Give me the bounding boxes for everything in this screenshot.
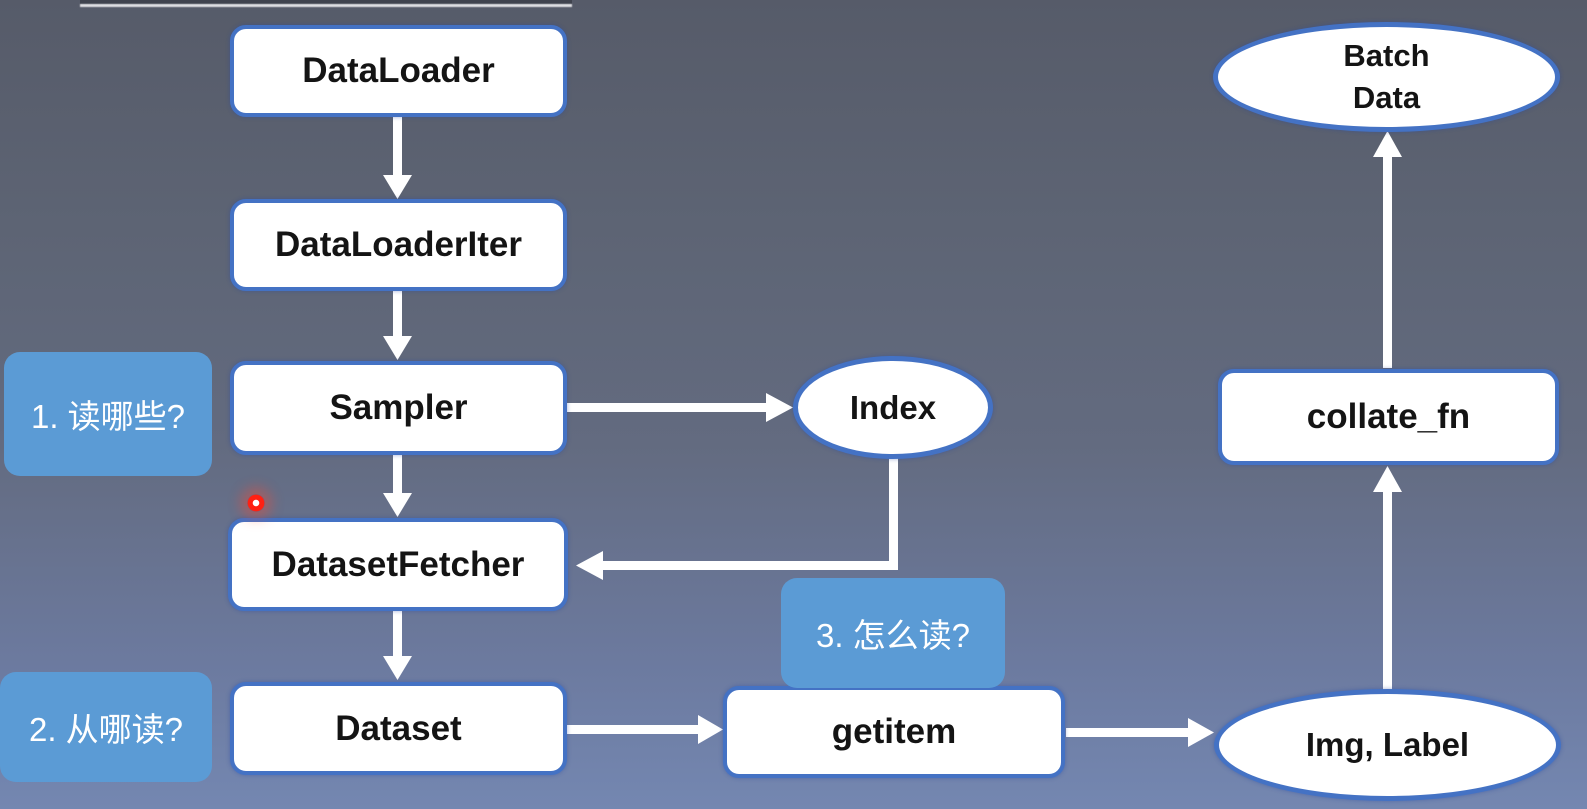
node-sampler-label: Sampler <box>329 388 468 427</box>
node-index: Index <box>793 356 993 459</box>
callout-question-1: 1. 读哪些? <box>4 352 212 476</box>
arrow-dataloader-to-dataloaderiter <box>383 117 412 199</box>
node-datasetfetcher: DatasetFetcher <box>228 518 568 611</box>
arrow-index-to-datasetfetcher <box>576 456 898 580</box>
laser-pointer-dot <box>247 494 265 512</box>
node-collate-fn: collate_fn <box>1218 369 1559 465</box>
node-batch-data-line1: Batch <box>1343 38 1430 74</box>
arrow-collatefn-to-batchdata <box>1373 131 1402 368</box>
node-dataloader: DataLoader <box>230 25 567 117</box>
callout-question-2: 2. 从哪读? <box>0 672 212 782</box>
arrow-sampler-to-index <box>566 393 793 422</box>
node-sampler: Sampler <box>230 361 567 455</box>
arrow-sampler-to-datasetfetcher <box>383 455 412 517</box>
node-getitem-label: getitem <box>831 712 957 751</box>
arrow-dataset-to-getitem <box>566 715 723 744</box>
callout-question-3-label: 3. 怎么读? <box>815 617 971 654</box>
node-img-label: Img, Label <box>1214 689 1561 801</box>
node-collate-fn-label: collate_fn <box>1306 397 1471 436</box>
node-datasetfetcher-label: DatasetFetcher <box>271 544 525 584</box>
arrow-datasetfetcher-to-dataset <box>383 610 412 680</box>
node-dataset-label: Dataset <box>335 708 462 748</box>
callout-question-2-label: 2. 从哪读? <box>28 711 184 748</box>
node-getitem: getitem <box>723 686 1065 778</box>
arrow-imglabel-to-collatefn <box>1373 466 1402 690</box>
top-edge-artifact-dark <box>80 0 572 4</box>
callout-question-3: 3. 怎么读? <box>781 578 1005 688</box>
node-dataloaderiter: DataLoaderIter <box>230 199 567 291</box>
node-index-label: Index <box>849 388 937 426</box>
node-batch-data-line2: Data <box>1352 80 1421 115</box>
node-dataloaderiter-label: DataLoaderIter <box>274 225 523 264</box>
node-img-label-label: Img, Label <box>1305 726 1470 763</box>
node-dataloader-label: DataLoader <box>302 51 495 90</box>
node-batch-data: Batch Data <box>1213 22 1560 132</box>
arrow-dataloaderiter-to-sampler <box>383 289 412 360</box>
arrow-getitem-to-imglabel <box>1066 718 1214 747</box>
node-dataset: Dataset <box>230 682 567 775</box>
top-edge-artifact-light <box>80 4 572 7</box>
callout-question-1-label: 1. 读哪些? <box>30 398 186 435</box>
